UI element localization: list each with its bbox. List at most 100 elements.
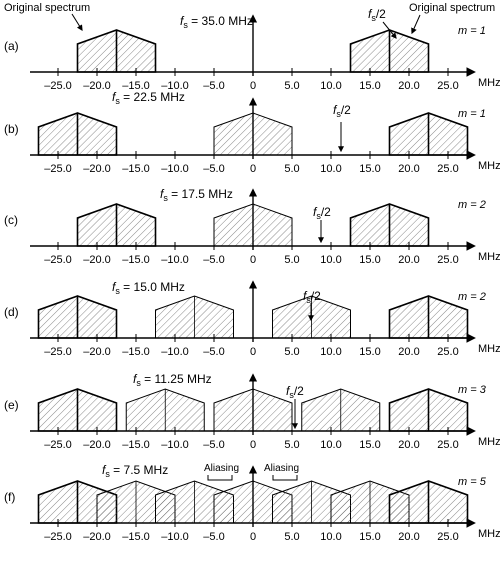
- fs-half-label: fs/2: [286, 384, 304, 400]
- tick-label: 25.0: [437, 531, 458, 543]
- fs-value-label: fs = 22.5 MHz: [112, 90, 185, 106]
- tick-label: –10.0: [161, 346, 189, 358]
- tick-label: –15.0: [122, 531, 150, 543]
- aliasing-bracket: [272, 475, 298, 481]
- tick-label: –20.0: [83, 346, 111, 358]
- fs-half-arrow: [382, 21, 397, 39]
- tick-label: 0: [250, 254, 256, 266]
- tick-label: –20.0: [83, 163, 111, 175]
- fs-half-label: fs/2: [368, 7, 386, 23]
- tick-label: 15.0: [359, 439, 380, 451]
- fs-value-label: fs = 35.0 MHz: [180, 14, 253, 30]
- tick-label: 10.0: [320, 254, 341, 266]
- m-label: m = 3: [458, 384, 487, 396]
- tick-label: 0: [250, 439, 256, 451]
- m-label: m = 2: [458, 199, 486, 211]
- tick-label: –20.0: [83, 80, 111, 92]
- annotation-label: Aliasing: [204, 463, 239, 474]
- axis-unit-label: MHz: [478, 77, 500, 89]
- panel-label: (b): [4, 122, 19, 136]
- tick-label: 15.0: [359, 80, 380, 92]
- fs-value-label: fs = 11.25 MHz: [133, 372, 212, 388]
- panel-label: (f): [4, 490, 15, 504]
- tick-label: –5.0: [203, 346, 224, 358]
- fs-value-label: fs = 7.5 MHz: [102, 463, 168, 479]
- tick-label: 15.0: [359, 346, 380, 358]
- tick-label: 0: [250, 531, 256, 543]
- tick-label: 20.0: [398, 346, 419, 358]
- tick-label: 0: [250, 346, 256, 358]
- m-label: m = 2: [458, 291, 486, 303]
- axis-unit-label: MHz: [478, 251, 500, 263]
- annotation-arrow: [411, 14, 421, 35]
- tick-label: –10.0: [161, 254, 189, 266]
- tick-label: 5.0: [284, 346, 299, 358]
- tick-label: 15.0: [359, 254, 380, 266]
- tick-label: –25.0: [44, 439, 72, 451]
- fs-half-label: fs/2: [333, 103, 351, 119]
- fs-value-label: fs = 15.0 MHz: [112, 280, 185, 296]
- tick-label: –5.0: [203, 163, 224, 175]
- m-label: m = 5: [458, 476, 487, 488]
- tick-label: 25.0: [437, 254, 458, 266]
- annotation-label: Original spectrum: [409, 2, 495, 14]
- tick-label: 20.0: [398, 163, 419, 175]
- tick-label: –10.0: [161, 80, 189, 92]
- tick-label: –25.0: [44, 531, 72, 543]
- tick-label: –20.0: [83, 531, 111, 543]
- annotation-label: Original spectrum: [4, 2, 90, 14]
- m-label: m = 1: [458, 108, 486, 120]
- tick-label: –5.0: [203, 254, 224, 266]
- tick-label: 10.0: [320, 80, 341, 92]
- tick-label: 20.0: [398, 80, 419, 92]
- axis-unit-label: MHz: [478, 160, 500, 172]
- m-label: m = 1: [458, 25, 486, 37]
- panel-label: (c): [4, 213, 18, 227]
- axis-unit-label: MHz: [478, 528, 500, 540]
- tick-label: –25.0: [44, 163, 72, 175]
- tick-label: –25.0: [44, 80, 72, 92]
- tick-label: 5.0: [284, 531, 299, 543]
- tick-label: –10.0: [161, 531, 189, 543]
- tick-label: 5.0: [284, 254, 299, 266]
- aliasing-bracket: [207, 475, 233, 481]
- fs-half-label: fs/2: [303, 289, 321, 305]
- tick-label: –15.0: [122, 439, 150, 451]
- panel-label: (a): [4, 39, 19, 53]
- tick-label: –15.0: [122, 80, 150, 92]
- tick-label: 0: [250, 163, 256, 175]
- tick-label: –25.0: [44, 346, 72, 358]
- axis-unit-label: MHz: [478, 343, 500, 355]
- tick-label: –20.0: [83, 439, 111, 451]
- tick-label: –20.0: [83, 254, 111, 266]
- tick-label: –5.0: [203, 531, 224, 543]
- tick-label: –15.0: [122, 254, 150, 266]
- tick-label: 5.0: [284, 163, 299, 175]
- tick-label: 20.0: [398, 439, 419, 451]
- tick-label: 0: [250, 80, 256, 92]
- panel-label: (d): [4, 305, 19, 319]
- tick-label: 10.0: [320, 531, 341, 543]
- tick-label: 5.0: [284, 80, 299, 92]
- tick-label: –10.0: [161, 163, 189, 175]
- tick-label: –15.0: [122, 346, 150, 358]
- tick-label: 25.0: [437, 163, 458, 175]
- fs-value-label: fs = 17.5 MHz: [160, 187, 233, 203]
- tick-label: 20.0: [398, 531, 419, 543]
- axis-unit-label: MHz: [478, 436, 500, 448]
- tick-label: –25.0: [44, 254, 72, 266]
- tick-label: 25.0: [437, 439, 458, 451]
- panel-label: (e): [4, 398, 19, 412]
- tick-label: 15.0: [359, 163, 380, 175]
- tick-label: 5.0: [284, 439, 299, 451]
- tick-label: –15.0: [122, 163, 150, 175]
- tick-label: 25.0: [437, 80, 458, 92]
- annotation-label: Aliasing: [264, 463, 299, 474]
- tick-label: –10.0: [161, 439, 189, 451]
